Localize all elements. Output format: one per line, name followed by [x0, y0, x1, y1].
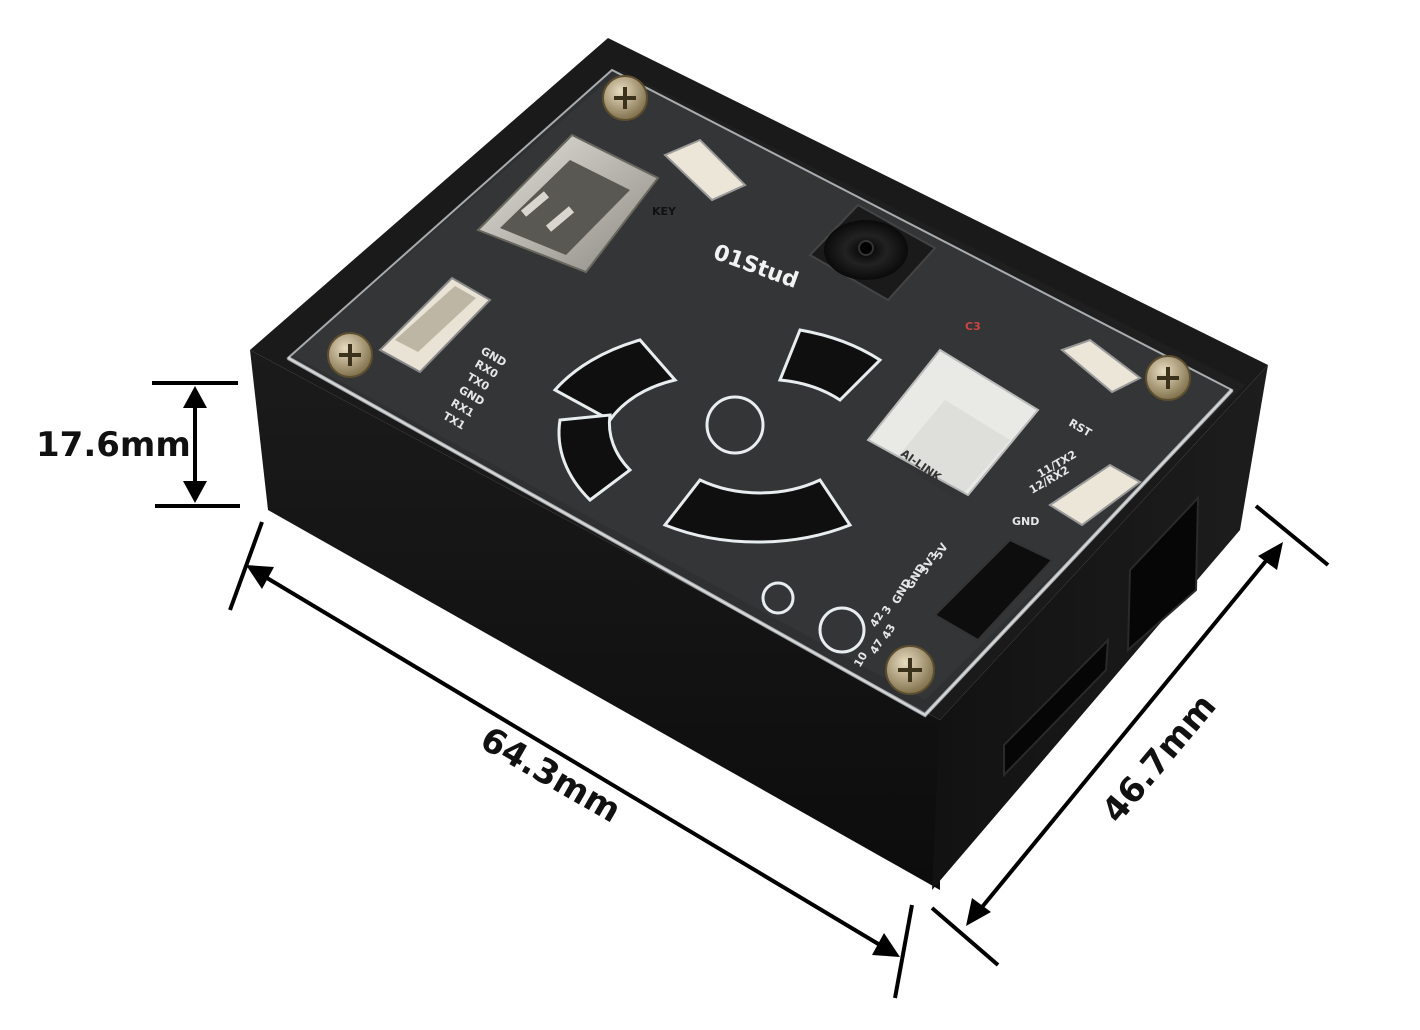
acrylic-edge-highlight — [287, 356, 1234, 718]
vent-hole — [761, 581, 795, 615]
arrow-head — [872, 933, 900, 957]
usb-a-port — [476, 133, 660, 274]
vent-blade — [557, 413, 633, 502]
side-port-opening — [1126, 495, 1200, 653]
dimension-length — [228, 521, 914, 999]
case-front-face — [250, 350, 940, 890]
dimension-length-label: 64.3mm — [474, 719, 628, 831]
arrow-head — [1258, 542, 1283, 570]
screw-right — [1145, 355, 1191, 401]
acrylic-vent-pattern — [552, 328, 883, 654]
camera-module — [808, 203, 937, 302]
dimension-width — [930, 504, 1330, 967]
wifi-module: AI-LINK — [866, 348, 1040, 500]
screw-bottom — [885, 645, 935, 695]
vent-blade — [662, 478, 853, 544]
screws — [327, 75, 1191, 695]
screw-top-left — [602, 75, 648, 121]
vent-blade — [552, 338, 678, 422]
arrow-head — [183, 386, 207, 408]
vent-hole — [818, 606, 866, 654]
arrow-head — [246, 565, 274, 589]
side-slot-opening — [1003, 637, 1110, 778]
silk-key: KEY — [652, 205, 677, 218]
right-jst-connector — [1048, 338, 1142, 527]
arrow-head — [183, 481, 207, 503]
arrow-head — [966, 898, 991, 926]
silk-power-pin: GND — [1012, 515, 1039, 528]
left-jst-connector — [378, 276, 492, 374]
top-jst-connector — [663, 138, 747, 202]
dimension-height — [152, 381, 240, 508]
dimension-width-label: 46.7mm — [1094, 687, 1224, 831]
silk-c3: C3 — [965, 320, 981, 333]
dimension-height-label: 17.6mm — [36, 425, 191, 465]
vent-blade — [777, 328, 883, 402]
screw-left — [327, 332, 373, 378]
vent-center-ring — [705, 395, 765, 455]
pin-header — [933, 538, 1054, 642]
